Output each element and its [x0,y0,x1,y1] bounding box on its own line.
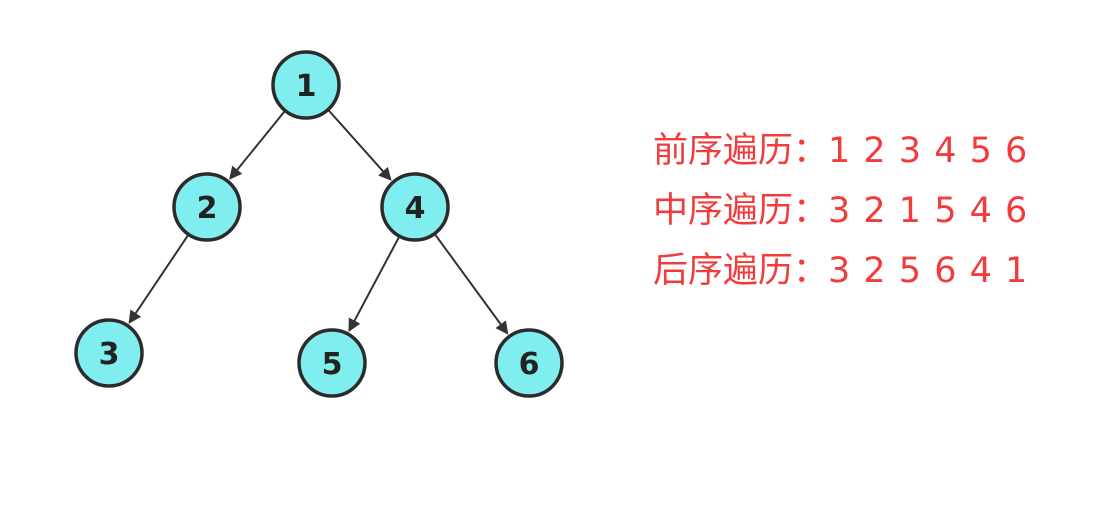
tree-node-5: 5 [297,328,367,398]
inorder-traversal-sequence: 3 2 1 5 4 6 [828,191,1029,231]
node-circle-2 [172,172,242,242]
postorder-traversal-line: 后序遍历：3 2 5 6 4 1 [653,241,1028,301]
postorder-traversal-sequence: 3 2 5 6 4 1 [828,251,1029,291]
node-label-2: 2 [197,191,218,226]
tree-node-6: 6 [494,328,564,398]
tree-node-3: 3 [74,318,144,388]
node-label-1: 1 [296,69,317,104]
preorder-traversal-sequence: 1 2 3 4 5 6 [828,131,1029,171]
edge-arrow-1-to-2 [229,110,286,180]
preorder-traversal-line: 前序遍历：1 2 3 4 5 6 [653,121,1028,181]
inorder-traversal-label: 中序遍历： [653,191,829,231]
inorder-traversal-line: 中序遍历：3 2 1 5 4 6 [653,181,1028,241]
node-circle-3 [74,318,144,388]
preorder-traversal-label: 前序遍历： [653,131,829,171]
node-label-5: 5 [322,347,343,382]
postorder-traversal-label: 后序遍历： [653,251,829,291]
edge-arrow-2-to-3 [128,234,189,324]
tree-node-1: 1 [271,50,341,120]
node-label-3: 3 [99,337,120,372]
tree-node-4: 4 [380,172,450,242]
edge-arrow-4-to-6 [434,233,509,335]
node-circle-4 [380,172,450,242]
node-circle-6 [494,328,564,398]
traversal-list: 前序遍历：1 2 3 4 5 6 中序遍历：3 2 1 5 4 6 后序遍历：3… [653,121,1028,301]
edge-arrow-1-to-4 [327,109,392,181]
tree-node-2: 2 [172,172,242,242]
node-label-4: 4 [405,191,426,226]
edge-arrow-4-to-5 [348,236,400,333]
node-circle-1 [271,50,341,120]
node-label-6: 6 [519,347,540,382]
node-circle-5 [297,328,367,398]
